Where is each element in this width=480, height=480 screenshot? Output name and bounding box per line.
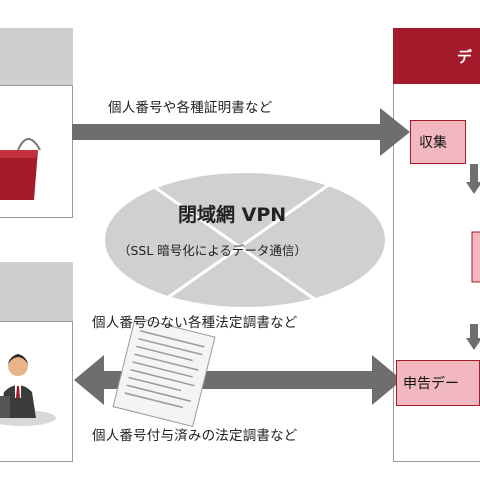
bottom-arrow-label: 個人番号付与済みの法定調書など [92,428,298,444]
vpn-title: 閉域網 VPN [178,204,287,226]
collect-box: 収集 [410,120,466,164]
vpn-cloud [105,168,385,312]
top-arrow-label: 個人番号や各種証明書など [108,100,273,116]
top-arrow [72,108,410,156]
process-box [471,231,480,283]
left-bottom-panel-header [0,262,73,322]
report-data-label: 申告デー [403,376,459,392]
right-panel-header: デ [393,28,480,84]
down-arrow-1 [466,164,480,194]
right-panel-header-text: デ [457,47,473,66]
vpn-subtitle: （SSL 暗号化によるデータ通信） [118,243,307,258]
person-at-desk-icon [0,354,56,426]
left-top-panel-header [0,28,73,86]
red-box-icon [0,138,41,200]
collect-label: 収集 [419,135,447,151]
document-icon [112,316,216,428]
report-data-box: 申告デー [396,360,480,406]
down-arrow-2 [466,324,480,350]
middle-arrow-label: 個人番号のない各種法定調書など [92,315,298,331]
